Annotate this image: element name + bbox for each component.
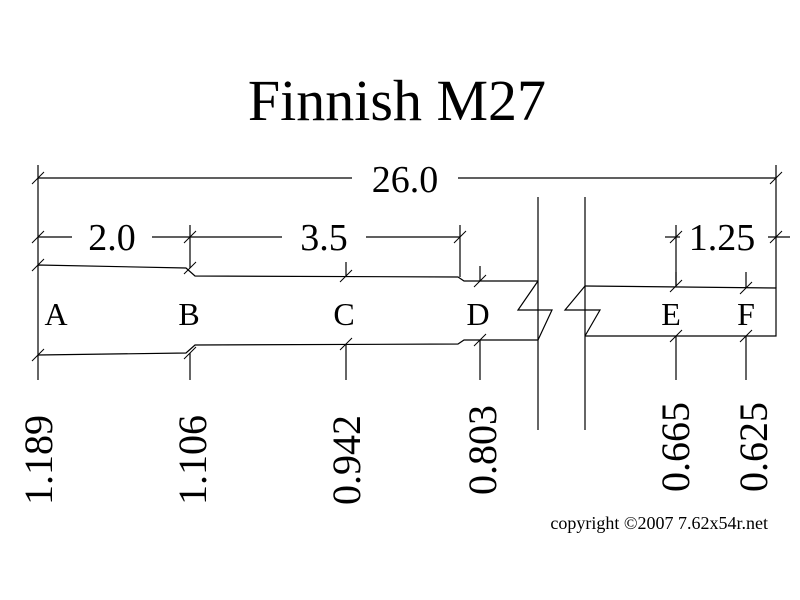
station-label: E [661,296,681,332]
copyright-notice: copyright ©2007 7.62x54r.net [550,513,768,533]
tick-mark [669,230,683,244]
tick-mark [31,230,45,244]
station-f: F 0.625 [731,272,776,492]
tick-mark [183,261,197,275]
station-c: C 0.942 [324,262,369,505]
station-d: D 0.803 [460,266,505,495]
station-label: C [333,296,354,332]
a-to-b-length-label: 2.0 [88,217,136,259]
diameter-label: 1.189 [16,415,61,505]
station-a: A 1.189 [16,258,68,505]
tick-mark [31,171,45,185]
station-label: B [178,296,199,332]
b-to-d-length-label: 3.5 [300,217,348,259]
station-label: A [44,296,67,332]
diameter-label: 0.803 [460,405,505,495]
tick-mark [453,230,467,244]
tick-mark [31,258,45,272]
diameter-label: 0.942 [324,415,369,505]
station-e: E 0.665 [653,272,698,492]
tick-mark [669,279,683,293]
diagram-title: Finnish M27 [248,68,546,133]
overall-length-label: 26.0 [372,159,439,201]
tick-mark [739,281,753,295]
break-zigzag-left [516,280,553,341]
diameter-label: 1.106 [170,415,215,505]
diameter-label: 0.665 [653,402,698,492]
tick-mark [769,171,783,185]
tick-mark [339,269,353,283]
station-label: F [737,296,755,332]
tick-mark [473,274,487,288]
diameter-label: 0.625 [731,402,776,492]
break-zigzag-right [563,285,602,337]
station-b: B 1.106 [170,261,215,505]
station-label: D [466,296,489,332]
barrel-outline-right [584,285,777,337]
barrel-outline-left [37,264,538,356]
e-to-end-length-label: 1.25 [689,217,756,259]
